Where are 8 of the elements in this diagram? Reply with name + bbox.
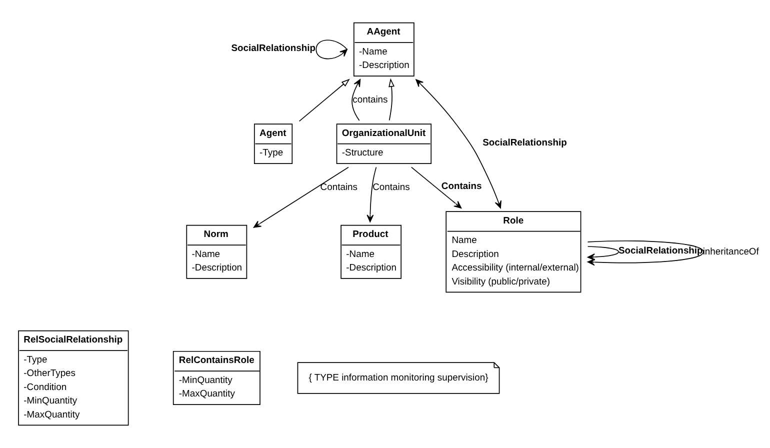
edge-label: SocialRelationship [231, 42, 316, 53]
edge-label: inheritanceOf [702, 245, 759, 256]
edge-label: contains [352, 93, 388, 104]
edge-label: Contains [372, 180, 410, 192]
edge-label: Contains [441, 180, 482, 192]
edge-label: SocialRelationship [618, 244, 703, 256]
edge-label: Contains [320, 180, 358, 192]
edge-label: SocialRelationship [482, 136, 567, 148]
